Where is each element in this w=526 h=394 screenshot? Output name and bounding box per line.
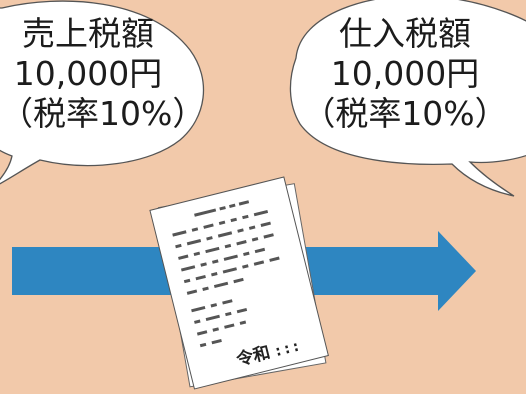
right-bubble-title: 仕入税額 [339, 14, 471, 53]
speech-bubble-right [289, 0, 526, 197]
invoice-text-lines [172, 200, 280, 348]
right-bubble-rate: （税率10%） [302, 94, 508, 133]
speech-bubble-left [0, 0, 205, 185]
left-bubble-text: 売上税額 10,000円 （税率10%） [0, 14, 206, 134]
left-bubble-amount: 10,000円 [13, 54, 163, 93]
invoice-document-icon: 令和 ::: [149, 176, 329, 390]
left-bubble-rate: （税率10%） [0, 94, 206, 133]
left-bubble-title: 売上税額 [22, 14, 154, 53]
right-bubble-amount: 10,000円 [330, 54, 480, 93]
right-bubble-text: 仕入税額 10,000円 （税率10%） [300, 14, 510, 134]
